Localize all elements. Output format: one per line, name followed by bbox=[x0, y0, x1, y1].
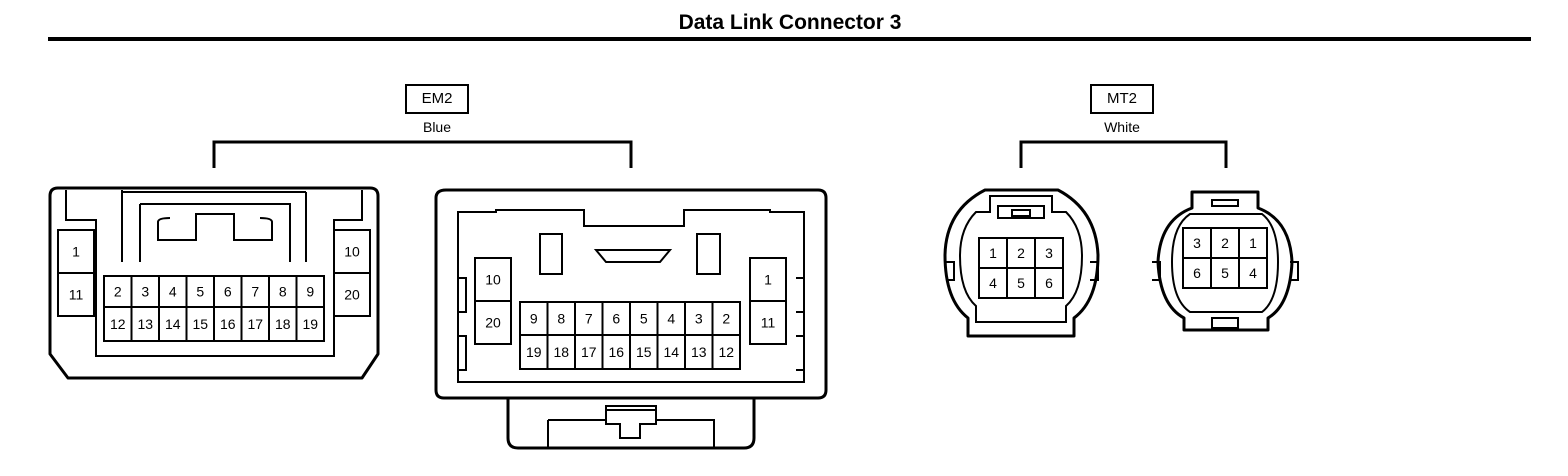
cavity-number: 14 bbox=[663, 344, 679, 360]
cavity-number: 4 bbox=[1249, 265, 1257, 281]
cavity-number: 14 bbox=[165, 316, 181, 332]
cavity-number: 5 bbox=[1221, 265, 1229, 281]
cavity-number: 16 bbox=[220, 316, 236, 332]
cavity-number: 12 bbox=[718, 344, 734, 360]
cavity-number: 1 bbox=[764, 272, 772, 288]
cavity-number-frame bbox=[749, 300, 787, 345]
cavity-number: 3 bbox=[1045, 245, 1053, 261]
cavity-number-frame bbox=[57, 272, 95, 317]
cavity-number-frame bbox=[1238, 257, 1268, 289]
cavity-number: 9 bbox=[530, 311, 538, 327]
cavity-number: 5 bbox=[196, 284, 204, 300]
cavity-number: 8 bbox=[279, 284, 287, 300]
cavity-number: 18 bbox=[275, 316, 291, 332]
mt2-housing-left bbox=[943, 188, 1100, 338]
em2-housing-left bbox=[48, 186, 380, 380]
cavity-number: 1 bbox=[989, 245, 997, 261]
cavity-number: 3 bbox=[141, 284, 149, 300]
connector-code-mt2: MT2 bbox=[1090, 84, 1154, 114]
cavity-number: 13 bbox=[137, 316, 153, 332]
cavity-number: 20 bbox=[485, 315, 501, 331]
cavity-number: 1 bbox=[1249, 235, 1257, 251]
cavity-number: 2 bbox=[1221, 235, 1229, 251]
cavity-number: 20 bbox=[344, 287, 360, 303]
cavity-number: 9 bbox=[306, 284, 314, 300]
cavity-number: 3 bbox=[1193, 235, 1201, 251]
cavity-number: 4 bbox=[169, 284, 177, 300]
cavity-number-frame bbox=[711, 334, 741, 370]
cavity-number: 13 bbox=[691, 344, 707, 360]
cavity-number: 10 bbox=[485, 272, 501, 288]
cavity-number: 3 bbox=[695, 311, 703, 327]
cavity-number-frame bbox=[474, 300, 512, 345]
connector-code-em2: EM2 bbox=[405, 84, 469, 114]
title-rule bbox=[48, 37, 1531, 41]
cavity-number: 11 bbox=[69, 287, 84, 303]
cavity-number: 16 bbox=[608, 344, 624, 360]
em2-bracket bbox=[212, 140, 633, 168]
cavity-number: 7 bbox=[251, 284, 259, 300]
cavity-number: 10 bbox=[344, 244, 360, 260]
cavity-number: 6 bbox=[1193, 265, 1201, 281]
cavity-number: 7 bbox=[585, 311, 593, 327]
cavity-number: 2 bbox=[114, 284, 122, 300]
page-title: Data Link Connector 3 bbox=[678, 11, 902, 34]
cavity-number: 12 bbox=[110, 316, 126, 332]
cavity-number: 1 bbox=[72, 244, 80, 260]
cavity-number: 4 bbox=[667, 311, 675, 327]
cavity-number: 15 bbox=[192, 316, 208, 332]
cavity-number: 18 bbox=[553, 344, 569, 360]
cavity-number-frame bbox=[333, 272, 371, 317]
cavity-number: 6 bbox=[1045, 275, 1053, 291]
cavity-number: 17 bbox=[247, 316, 263, 332]
cavity-number: 2 bbox=[1017, 245, 1025, 261]
cavity-number: 15 bbox=[636, 344, 652, 360]
cavity-number: 4 bbox=[989, 275, 997, 291]
cavity-number: 2 bbox=[722, 311, 730, 327]
cavity-number-frame bbox=[295, 306, 325, 342]
mt2-bracket bbox=[1019, 140, 1228, 168]
em2-housing-right bbox=[434, 188, 828, 450]
connector-color-em2: Blue bbox=[422, 119, 452, 135]
cavity-number: 5 bbox=[1017, 275, 1025, 291]
cavity-number: 5 bbox=[640, 311, 648, 327]
connector-color-mt2: White bbox=[1104, 119, 1140, 135]
cavity-number-frame bbox=[1034, 267, 1064, 299]
cavity-number: 6 bbox=[612, 311, 620, 327]
cavity-number: 11 bbox=[761, 315, 776, 331]
cavity-number: 6 bbox=[224, 284, 232, 300]
cavity-number: 8 bbox=[557, 311, 565, 327]
cavity-number: 19 bbox=[302, 316, 318, 332]
cavity-number: 17 bbox=[581, 344, 597, 360]
mt2-housing-right bbox=[1156, 190, 1294, 332]
cavity-number: 19 bbox=[526, 344, 542, 360]
